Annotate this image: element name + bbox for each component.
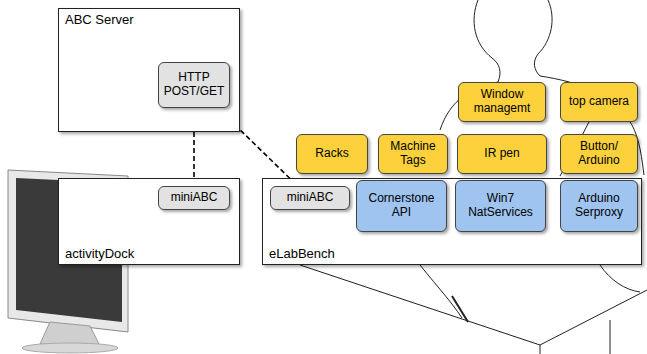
box-label: Cornerstone API [361,192,442,220]
service-box: HTTP POST/GET [158,62,230,108]
box-label: Machine Tags [383,140,443,168]
person-arm [420,265,462,318]
box-label: Racks [315,147,348,161]
monitor-foot [22,343,118,353]
box-label: top camera [569,95,629,109]
ir-pen [452,296,468,322]
server-box: ABC ServerHTTP POST/GET [58,8,240,132]
box-label: Window managemt [463,88,541,116]
feature-box: Machine Tags [378,134,448,174]
api-box: Arduino Serproxy [560,180,638,232]
api-box: Cornerstone API [356,180,447,232]
box-title: eLabBench [269,246,635,261]
client-box: activityDock miniABC [58,178,240,265]
box-title: ABC Server [65,12,233,27]
table-edge [540,345,541,354]
box-label: miniABC [287,191,334,205]
person-head [534,0,552,76]
feature-box: IR pen [457,134,547,174]
feature-box: Racks [296,134,368,174]
table-edge [300,265,647,345]
box-title: activityDock [65,246,233,261]
person-head [474,0,500,82]
person-shoulder [540,76,644,175]
client-box: eLabBench miniABC Cornerstone API Win7 NatS… [262,178,642,265]
person-body [600,265,640,292]
table-leg [610,320,611,354]
feature-box: Window managemt [458,82,546,122]
box-label: Button/ Arduino [565,140,633,168]
box-label: miniABC [171,191,218,205]
module-box: miniABC [270,186,350,210]
feature-box: Button/ Arduino [560,134,638,174]
monitor-stand [40,322,100,346]
box-label: Win7 NatServices [460,192,541,220]
box-label: IR pen [484,147,519,161]
box-label: Arduino Serproxy [565,192,633,220]
feature-box: top camera [560,82,638,122]
api-box: Win7 NatServices [455,180,546,232]
module-box: miniABC [158,186,230,210]
box-label: HTTP POST/GET [163,71,225,99]
